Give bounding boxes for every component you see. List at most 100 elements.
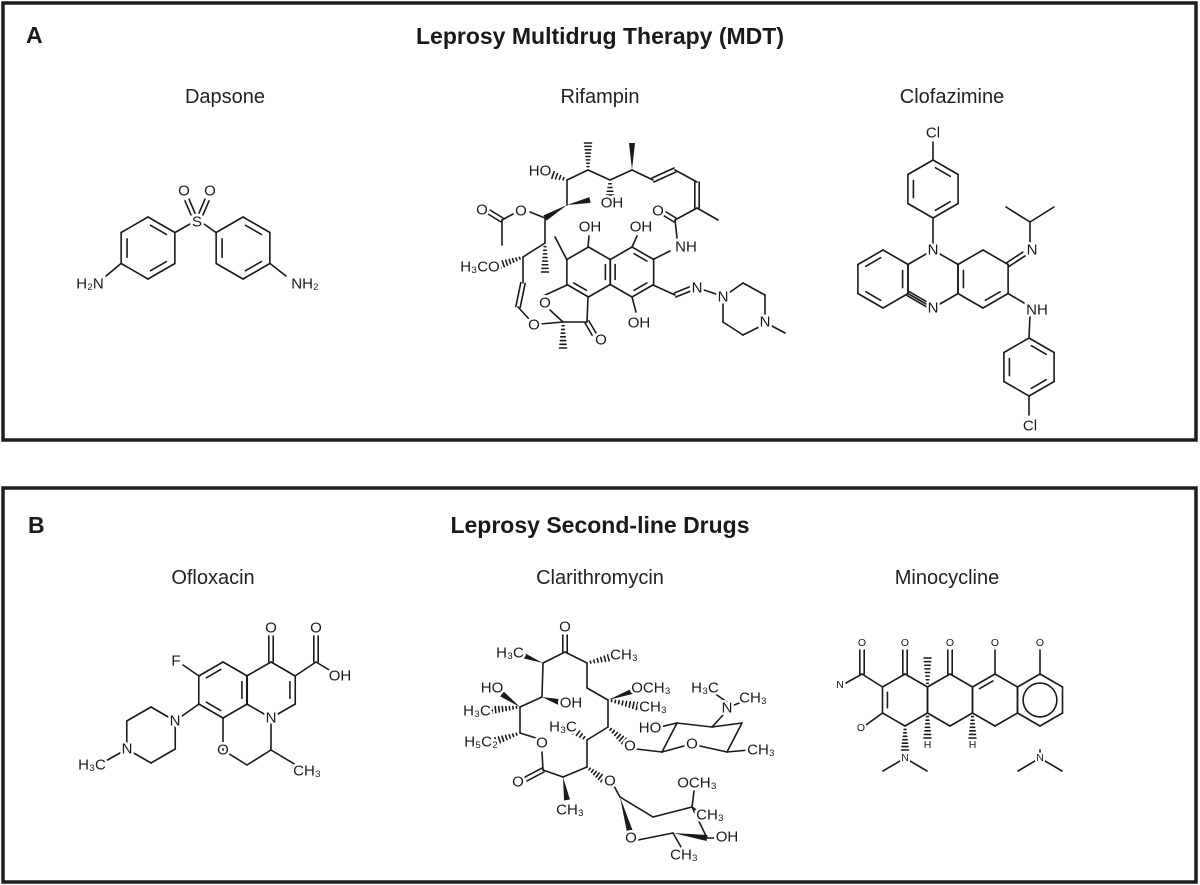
bond xyxy=(1017,757,1041,772)
bond xyxy=(691,790,695,808)
bond xyxy=(631,283,655,298)
bond xyxy=(971,673,996,688)
atom-label: N xyxy=(1027,242,1038,259)
bond xyxy=(637,832,674,841)
hash-bond xyxy=(614,699,617,704)
bond xyxy=(1003,380,1030,397)
bond xyxy=(188,198,196,214)
bond xyxy=(529,211,546,219)
bond xyxy=(1039,673,1064,688)
bond xyxy=(696,207,719,221)
hash-bond xyxy=(551,170,555,180)
hash-bond xyxy=(611,729,616,734)
atom-label: O xyxy=(686,736,698,753)
panel-a-title: Leprosy Multidrug Therapy (MDT) xyxy=(416,23,784,49)
bond xyxy=(609,169,633,181)
bond xyxy=(489,209,504,219)
bond xyxy=(222,703,249,719)
bond xyxy=(742,282,766,296)
bond xyxy=(660,213,675,223)
bond xyxy=(125,748,152,764)
bond xyxy=(711,714,724,728)
bond xyxy=(1039,712,1064,727)
bond xyxy=(294,661,317,677)
bond xyxy=(246,749,272,766)
bond xyxy=(487,213,502,223)
bond xyxy=(586,296,589,323)
bond xyxy=(197,703,224,719)
bond xyxy=(703,289,717,295)
atom-label: H xyxy=(969,739,977,751)
atom-label: O xyxy=(204,183,216,200)
hash-bond xyxy=(588,767,592,771)
atom-label: OH xyxy=(628,315,651,332)
bond xyxy=(149,260,168,272)
bond xyxy=(517,306,530,320)
bond xyxy=(587,283,611,298)
atom-label: O xyxy=(595,332,607,349)
atom-label: N xyxy=(718,289,729,306)
bond xyxy=(652,284,676,296)
bond xyxy=(1028,337,1055,354)
hash-bond xyxy=(617,699,621,705)
bond xyxy=(1039,757,1063,772)
atom-label: N xyxy=(928,242,939,259)
bond xyxy=(771,325,786,334)
hash-bond xyxy=(592,770,598,776)
bond xyxy=(244,260,263,272)
atom-label: H₃C xyxy=(496,645,524,662)
hash-bond xyxy=(515,732,518,736)
bond xyxy=(586,726,609,741)
hash-bond xyxy=(595,772,600,778)
atom-label: NH₂ xyxy=(291,276,319,293)
bond xyxy=(572,282,588,292)
bond xyxy=(105,262,122,277)
atom-label: H₃C xyxy=(691,680,719,697)
atom-label: H xyxy=(924,739,932,751)
bond xyxy=(932,159,959,176)
hash-bond xyxy=(590,768,595,774)
bond xyxy=(198,198,206,214)
bond xyxy=(908,290,935,307)
hash-bond xyxy=(554,172,559,180)
bond xyxy=(845,673,863,684)
bond xyxy=(994,712,1019,727)
bond xyxy=(150,706,177,722)
bond xyxy=(691,806,700,813)
hash-bond xyxy=(518,256,521,260)
bond xyxy=(215,262,244,280)
bond xyxy=(522,242,546,258)
bond xyxy=(519,282,526,309)
bond xyxy=(584,322,593,336)
bond xyxy=(182,664,200,677)
hash-bond xyxy=(593,659,596,664)
bond xyxy=(676,722,713,728)
bond xyxy=(994,673,1019,688)
atom-label: N xyxy=(760,314,771,331)
atom-label: HO xyxy=(639,720,662,737)
wedge-bond xyxy=(608,687,638,700)
bond xyxy=(726,722,743,753)
bond xyxy=(315,661,332,672)
drug-name-dapsone: Dapsone xyxy=(185,86,265,108)
atom-label: Cl xyxy=(926,125,940,142)
hash-bond xyxy=(600,775,606,783)
hash-bond xyxy=(501,705,504,713)
wedge-bond xyxy=(673,833,708,841)
atom-label: O xyxy=(265,620,277,637)
bond xyxy=(904,712,929,727)
wedge-bond xyxy=(520,652,543,663)
hash-bond xyxy=(596,657,599,663)
atom-label: O xyxy=(946,637,954,649)
bond xyxy=(674,207,698,221)
atom-label: CH₃ xyxy=(639,699,667,716)
bond xyxy=(215,216,244,234)
bond xyxy=(674,219,678,239)
wedge-bond xyxy=(620,797,633,833)
bond xyxy=(587,235,590,248)
atom-label: NH xyxy=(1026,302,1048,319)
bond xyxy=(174,223,191,234)
atom-label: O xyxy=(476,202,488,219)
